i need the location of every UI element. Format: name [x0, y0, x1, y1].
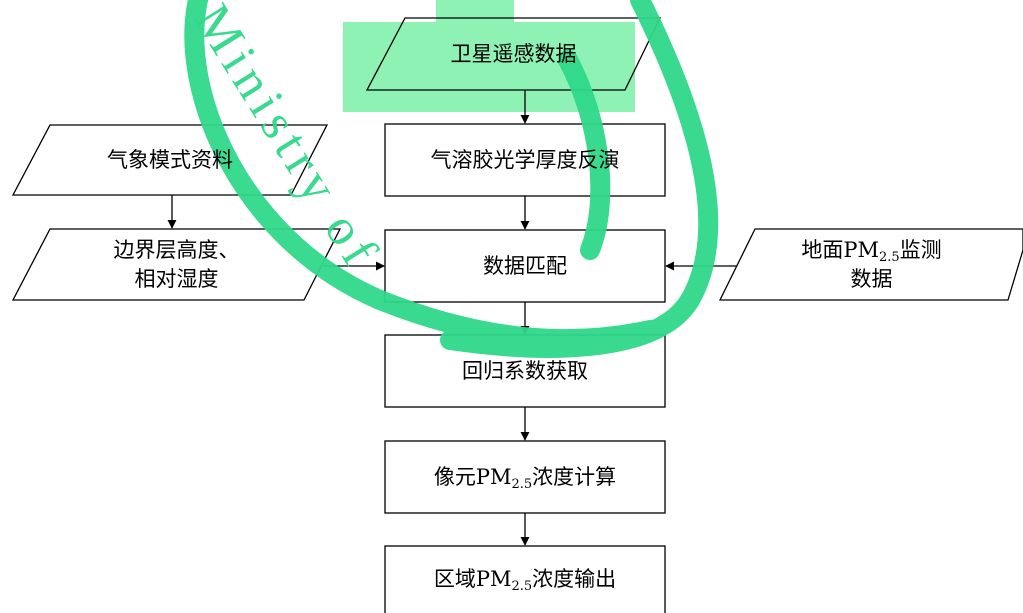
ground-line1: 地面PM2.5监测	[801, 237, 942, 265]
regression-label: 回归系数获取	[462, 358, 588, 383]
satellite-data-shape	[365, 17, 662, 91]
pbl-rh-label: 边界层高度、 相对湿度	[13, 229, 340, 300]
meteo-data-label: 气象模式资料	[107, 147, 233, 172]
pixel-pm-box	[384, 440, 666, 514]
region-pm-label: 区域PM2.5浓度输出	[433, 567, 617, 594]
satellite-data-label: 卫星遥感数据	[450, 41, 577, 66]
watermark-arc-inner	[558, 50, 611, 260]
ground-pm-label: 地面PM2.5监测 数据	[720, 229, 1023, 300]
ground-line2: 数据	[850, 266, 893, 291]
pbl-line1: 边界层高度、	[113, 237, 240, 262]
region-pm-box	[384, 545, 666, 613]
pixel-pm-label: 像元PM2.5浓度计算	[433, 464, 617, 492]
aod-retrieval-label: 气溶胶光学厚度反演	[430, 147, 620, 172]
data-matching-box	[384, 229, 666, 303]
data-matching-label: 数据匹配	[483, 253, 567, 278]
pbl-line2: 相对湿度	[134, 266, 219, 291]
watermark-arc-right	[440, 0, 719, 358]
highlight-tab	[436, 0, 514, 24]
ground-pm-shape	[718, 228, 1023, 301]
pbl-rh-shape	[11, 228, 342, 301]
